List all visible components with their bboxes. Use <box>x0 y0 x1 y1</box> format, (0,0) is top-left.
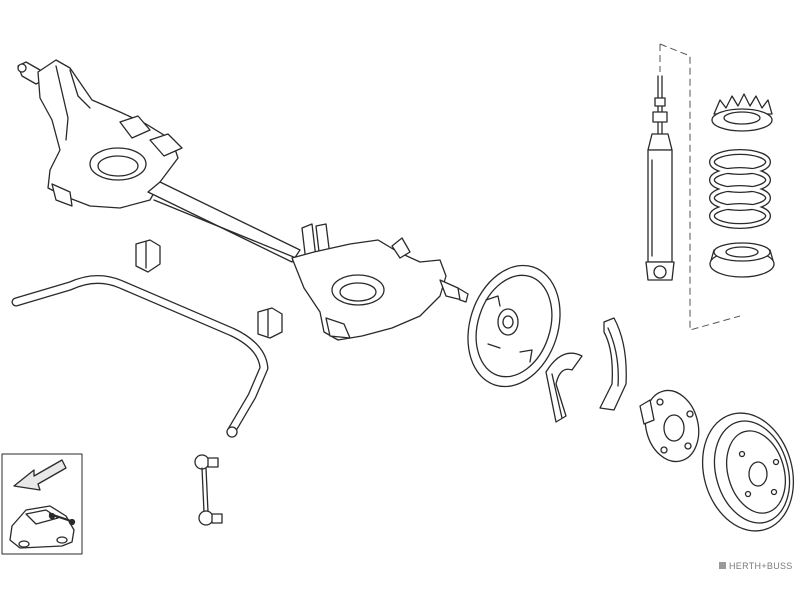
arrow-icon <box>13 459 67 491</box>
brand-text: HERTH+BUSS <box>729 561 793 571</box>
brake-backing-plate <box>467 264 561 388</box>
shock-absorber <box>645 75 675 281</box>
stabilizer-bushing-right <box>257 307 283 339</box>
vehicle-locator-inset <box>1 453 83 555</box>
stabilizer-bushing-left <box>135 239 161 273</box>
lower-spring-seat <box>709 242 775 278</box>
assembly-dashed-line <box>659 43 741 331</box>
brand-logo: HERTH+BUSS <box>719 561 793 571</box>
rear-axle-beam <box>17 59 469 341</box>
coil-spring <box>709 149 771 229</box>
stabilizer-link <box>194 454 223 526</box>
upper-spring-seat <box>711 93 773 132</box>
brake-shoe-left <box>545 352 583 423</box>
brake-shoe-right <box>599 317 627 411</box>
stabilizer-bar <box>11 275 269 438</box>
car-icon <box>9 505 76 549</box>
brake-drum <box>701 412 795 532</box>
wheel-hub <box>639 389 700 463</box>
